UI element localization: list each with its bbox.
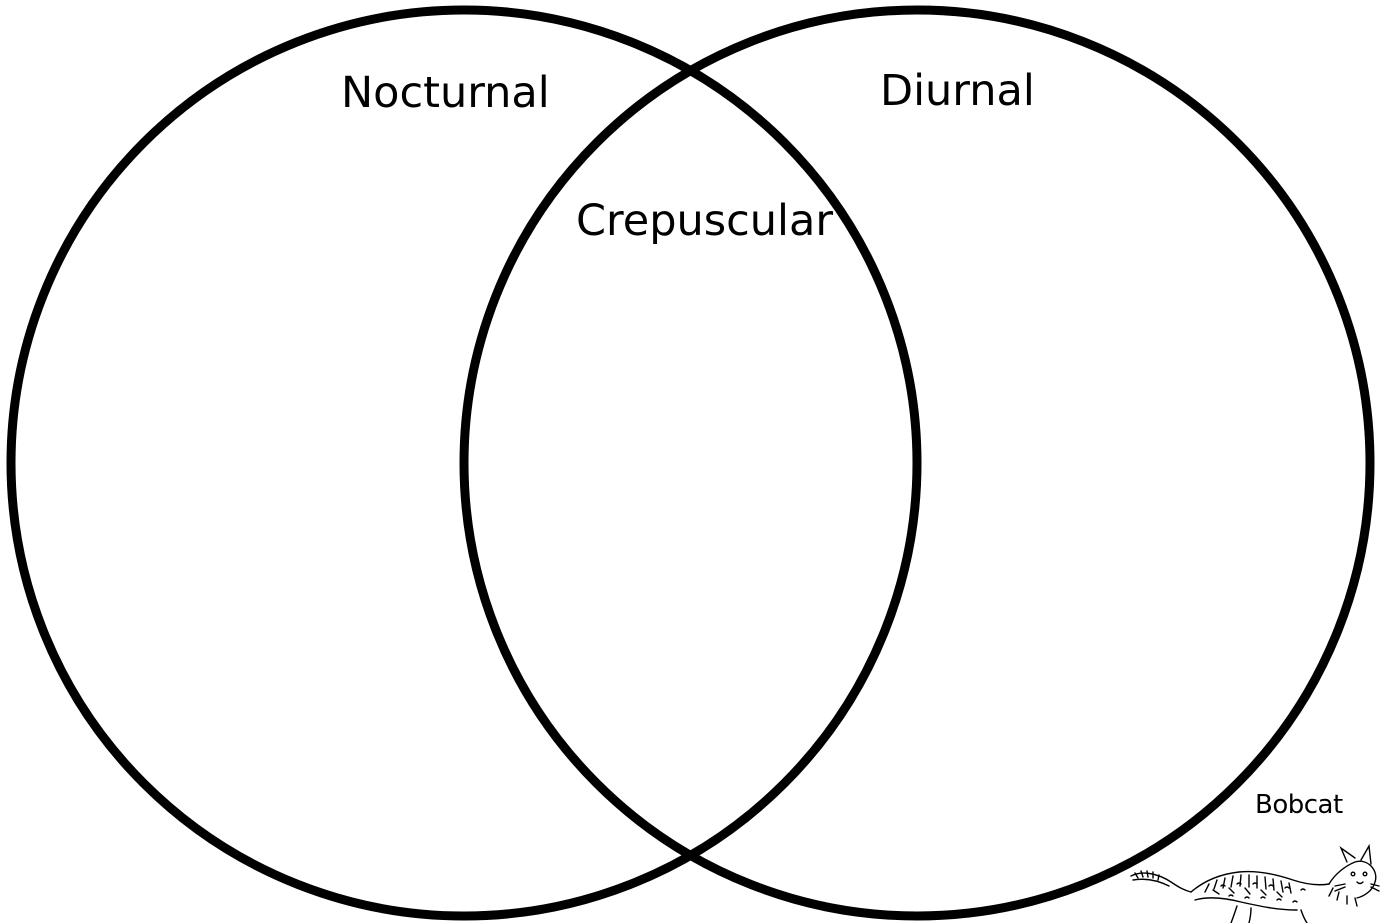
nocturnal-circle [6, 5, 922, 921]
bobcat-caption: Bobcat [1255, 790, 1343, 820]
bobcat-icon [1130, 843, 1380, 923]
diurnal-circle [459, 5, 1375, 921]
crepuscular-label: Crepuscular [576, 196, 834, 246]
diurnal-label: Diurnal [880, 66, 1035, 116]
nocturnal-label: Nocturnal [341, 68, 550, 118]
